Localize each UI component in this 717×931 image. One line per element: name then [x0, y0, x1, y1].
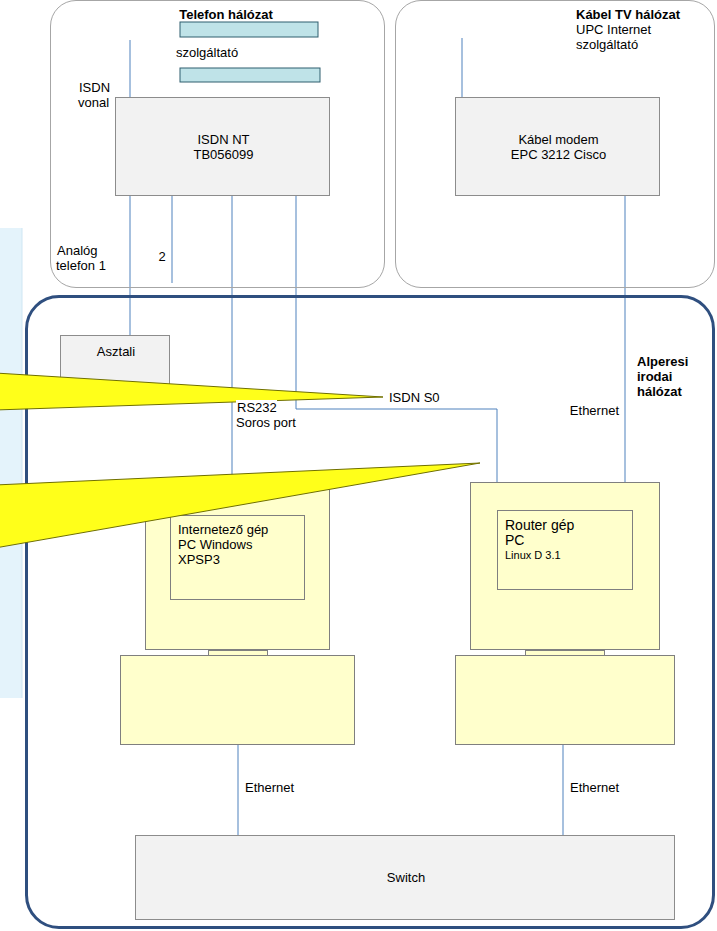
- note-label: szolgáltató: [175, 45, 275, 60]
- text-block: Router gép PCLinux D 3.1: [505, 518, 589, 563]
- cover-bar: [180, 68, 320, 82]
- connector-line: [625, 196, 626, 482]
- network-region: Kábel TV hálózatUPC Internet szolgáltató…: [395, 0, 715, 288]
- connector-label: Analóg telefon 1: [56, 243, 126, 273]
- network-region: Telefon hálózatISDN NTTB056099: [50, 0, 385, 288]
- node-text: TB056099: [116, 147, 331, 162]
- node-title: ISDN NT: [116, 132, 331, 147]
- connector-line: [296, 196, 497, 482]
- node-title: Internetező gép PC Windows XPSP3: [178, 522, 270, 567]
- text-block: ISDN NTTB056099: [116, 132, 331, 162]
- computer-case: [455, 655, 675, 745]
- connector-line: [238, 745, 239, 835]
- node-title: Router gép PC: [505, 518, 589, 548]
- computer-case: [120, 655, 355, 745]
- text-block: Kábel TV hálózatUPC Internet szolgáltató: [576, 7, 711, 52]
- node-title: Kábel modem: [456, 132, 661, 147]
- text-block: Telefon hálózat: [156, 7, 296, 22]
- connector-label: Ethernet: [560, 403, 620, 418]
- router-computer: Router gép PCLinux D 3.1: [455, 482, 675, 745]
- text-block: Asztali: [61, 344, 171, 359]
- node-title: Kábel TV hálózat: [576, 7, 711, 22]
- text-block: Alperesi irodai hálózat: [637, 354, 707, 399]
- connector-line: [232, 196, 233, 482]
- node-title: Asztali: [61, 344, 171, 359]
- connector-label-text: Analóg telefon 1: [56, 243, 107, 273]
- switch-box: Switch: [135, 835, 675, 920]
- office-network-region: Alperesi irodai hálózat AsztaliInternetez…: [25, 295, 715, 929]
- connector-label-text: Ethernet: [569, 403, 620, 418]
- note-label: ISDN S0: [388, 390, 468, 405]
- port-line: [172, 196, 173, 283]
- connector-line: [563, 745, 564, 835]
- node-title: Switch: [136, 870, 676, 885]
- text-block: Switch: [136, 870, 676, 885]
- callout-pointer: [0, 373, 383, 410]
- isdn-nt-box: ISDN NTTB056099: [115, 97, 330, 196]
- connector-line: [130, 196, 131, 335]
- cover-bar: [180, 22, 318, 37]
- cable-line: [462, 38, 463, 97]
- note-label-text: ISDN S0: [388, 390, 441, 405]
- note-label: ISDN vonal: [78, 80, 126, 110]
- side-panel: [0, 228, 22, 698]
- node-text: Linux D 3.1: [505, 548, 589, 563]
- connector-label: RS232 Soros port: [236, 400, 306, 430]
- connector-label: Ethernet: [569, 780, 639, 795]
- connector-label: Ethernet: [244, 780, 314, 795]
- desk-phone-box: Asztali: [60, 335, 170, 400]
- side-panel-edge: [22, 228, 23, 698]
- node-text: EPC 3212 Cisco: [456, 147, 661, 162]
- text-block: Internetező gép PC Windows XPSP3: [178, 522, 270, 567]
- pc-computer: Internetező gép PC Windows XPSP3: [120, 482, 355, 745]
- note-label-text: ISDN vonal: [78, 80, 110, 110]
- connector-label-text: RS232 Soros port: [236, 400, 297, 430]
- text-block: Kábel modemEPC 3212 Cisco: [456, 132, 661, 162]
- connector-label-text: Ethernet: [244, 780, 295, 795]
- note-label-text: szolgáltató: [175, 45, 239, 60]
- note-label: 2: [155, 249, 169, 264]
- node-title: Telefon hálózat: [156, 7, 296, 22]
- isdn-line: [130, 40, 131, 97]
- note-label-text: 2: [157, 249, 166, 264]
- connector-label-text: Ethernet: [569, 780, 620, 795]
- node-text: UPC Internet szolgáltató: [576, 22, 711, 52]
- callout-pointer: [0, 463, 480, 548]
- node-title: Alperesi irodai hálózat: [637, 354, 707, 399]
- cable-modem-box: Kábel modemEPC 3212 Cisco: [455, 97, 660, 196]
